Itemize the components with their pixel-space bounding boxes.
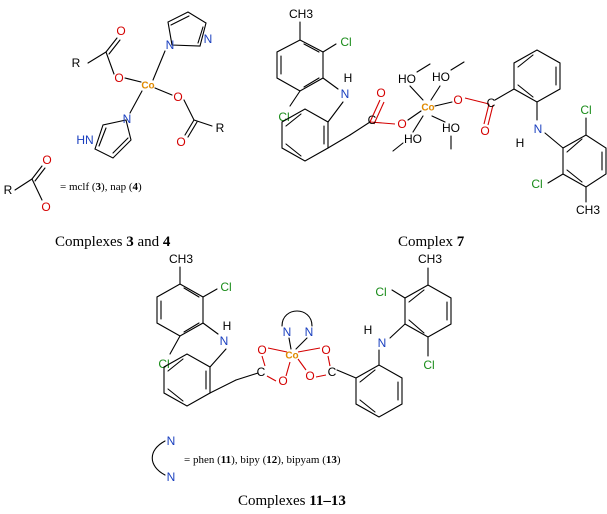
nitrogen-label: N — [283, 325, 292, 339]
carbon-label: C — [368, 113, 377, 127]
caption-complexes-11-13: Complexes 11–13 — [238, 493, 346, 509]
r-group-label: R — [216, 121, 225, 135]
hydrogen-label: H — [516, 136, 525, 150]
nitrogen-label: N — [123, 112, 132, 126]
oxygen-label: O — [42, 153, 51, 167]
nitrogen-label: N — [220, 334, 229, 348]
oxygen-label: O — [116, 24, 125, 38]
oxygen-label: O — [278, 374, 287, 388]
methyl-label: CH3 — [418, 252, 442, 266]
chlorine-label: Cl — [580, 103, 591, 117]
panel-complexes-11-13: CH3 Cl Cl N H C O O Co N N O O C — [151, 252, 452, 509]
r-group-label: R — [4, 183, 13, 197]
carbon-label: C — [328, 365, 337, 379]
aqua-ligand: HO — [404, 132, 422, 146]
caption-complex-7: Complex 7 — [398, 234, 465, 250]
oxygen-label: O — [376, 86, 385, 100]
chlorine-label: Cl — [531, 177, 542, 191]
chlorine-label: Cl — [340, 35, 351, 49]
methyl-label: CH3 — [576, 203, 600, 217]
aqua-ligand: HO — [398, 72, 416, 86]
nitrogen-label: N — [167, 470, 176, 484]
oxygen-label: O — [305, 369, 314, 383]
nitrogen-label: N — [305, 325, 314, 339]
chlorine-label: Cl — [278, 110, 289, 124]
nitrogen-label: N — [341, 87, 350, 101]
nitrogen-label: N — [204, 32, 213, 46]
chlorine-label: Cl — [158, 357, 169, 371]
panel-complexes-3-4: R O O Co N N O O R N HN R O O — [4, 11, 225, 250]
hydrogen-label: H — [344, 71, 353, 85]
oxygen-label: O — [41, 200, 50, 214]
aqua-ligand: HO — [442, 121, 460, 135]
oxygen-label: O — [173, 90, 182, 104]
oxygen-label: O — [114, 71, 123, 85]
chlorine-label: Cl — [423, 358, 434, 372]
caption-complexes-3-4: Complexes 3 and 4 — [55, 234, 171, 250]
r-group-label: R — [72, 56, 81, 70]
nitrogen-label: N — [534, 122, 543, 136]
oxygen-label: O — [397, 117, 406, 131]
chlorine-label: Cl — [220, 280, 231, 294]
oxygen-label: O — [453, 93, 462, 107]
hydrogen-label: H — [223, 319, 232, 333]
methyl-label: CH3 — [289, 7, 313, 21]
cobalt-atom: Co — [141, 81, 154, 92]
carbon-label: C — [487, 96, 496, 110]
chlorine-label: Cl — [375, 285, 386, 299]
nitrogen-label: N — [378, 336, 387, 350]
panel-complex-7: CH3 Cl Cl N H C O O Co HO HO HO HO — [276, 7, 607, 250]
cobalt-atom: Co — [421, 103, 434, 114]
nitrogen-label: N — [166, 38, 175, 52]
aqua-ligand: HO — [432, 70, 450, 84]
hydrogen-label: H — [364, 323, 373, 337]
oxygen-label: O — [480, 124, 489, 138]
cobalt-atom: Co — [285, 351, 298, 362]
nitrogen-h-label: HN — [76, 133, 93, 147]
ligand-legend-2: = phen (11), bipy (12), bipyam (13) — [184, 454, 341, 466]
oxygen-label: O — [176, 135, 185, 149]
ligand-legend-1: = mclf (3), nap (4) — [60, 181, 142, 193]
nitrogen-label: N — [167, 434, 176, 448]
methyl-label: CH3 — [169, 252, 193, 266]
carbon-label: C — [257, 365, 266, 379]
oxygen-label: O — [257, 343, 266, 357]
oxygen-label: O — [321, 343, 330, 357]
